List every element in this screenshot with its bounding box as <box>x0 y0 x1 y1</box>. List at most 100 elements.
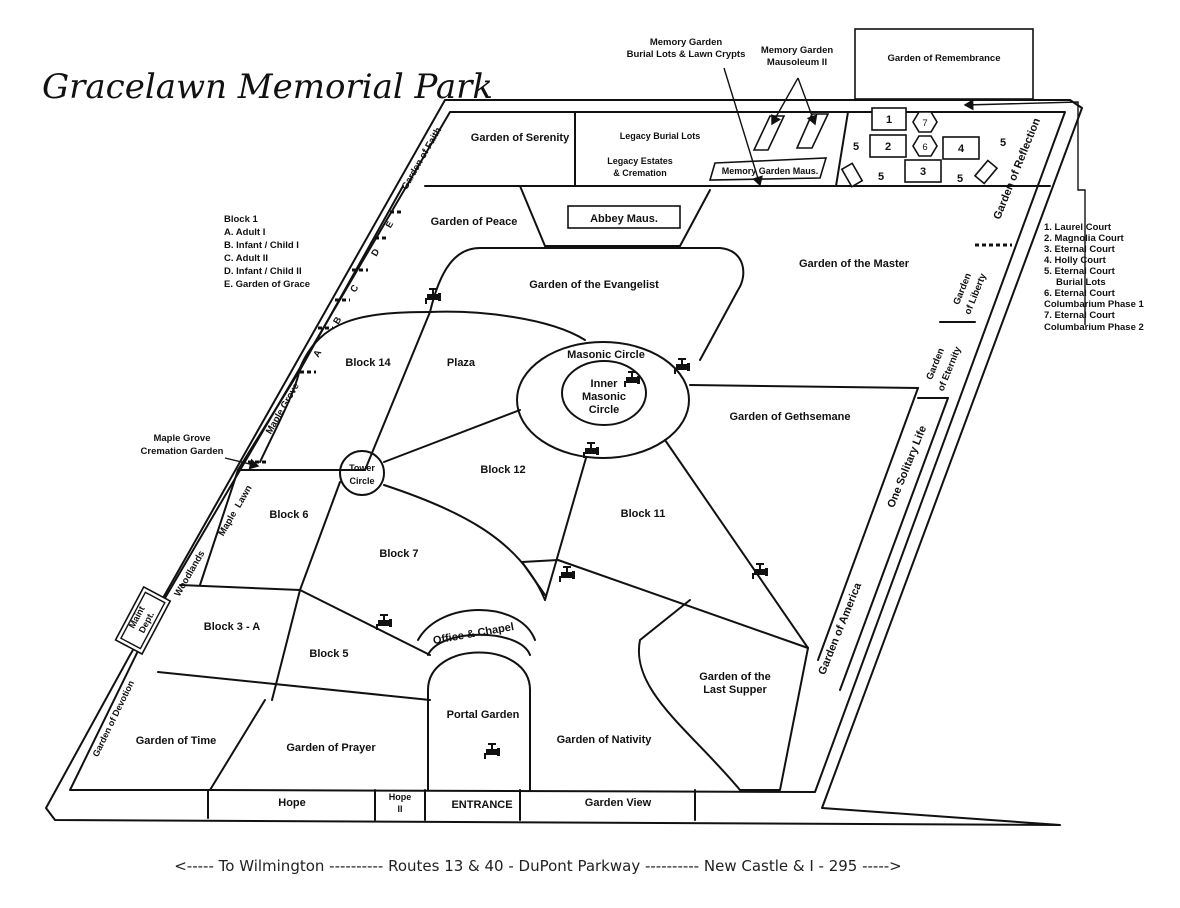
svg-text:3. Eternal Court: 3. Eternal Court <box>1044 244 1116 255</box>
svg-text:2. Magnolia Court: 2. Magnolia Court <box>1044 233 1125 244</box>
garden-of-the-master[interactable]: Garden of the Master <box>799 258 910 270</box>
block14-top <box>299 311 431 369</box>
faucet-icon <box>583 442 599 458</box>
svg-text:C. Adult II: C. Adult II <box>224 253 268 264</box>
plaza[interactable]: Plaza <box>447 357 476 369</box>
svg-text:Columbarium Phase 1: Columbarium Phase 1 <box>1044 299 1144 310</box>
map-title: Gracelawn Memorial Park <box>42 67 493 107</box>
court-5[interactable]: 5 <box>1000 137 1006 149</box>
section-a[interactable]: A <box>311 348 324 360</box>
garden-of-nativity[interactable]: Garden of Nativity <box>557 734 653 746</box>
block6-top <box>237 369 366 471</box>
court-5[interactable]: 5 <box>853 141 859 153</box>
plaza-top <box>429 310 586 341</box>
abbey-maus-box <box>567 205 681 229</box>
garden-view[interactable]: Garden View <box>585 797 652 809</box>
inner-masonic-circle-outline <box>561 360 647 426</box>
garden-of-the-last-supper[interactable]: Garden of the <box>699 671 771 683</box>
hope-section[interactable]: Hope <box>278 797 306 809</box>
office-chapel[interactable]: Office & Chapel <box>432 621 515 647</box>
court-4-box <box>942 136 980 160</box>
memory-garden-maus-box <box>708 157 828 181</box>
section-e[interactable]: E <box>384 219 396 229</box>
garden-of-reflection[interactable]: Garden of Reflection <box>991 116 1043 221</box>
faucet-icon <box>484 743 500 759</box>
maple-grove-cremation-sublabel: Cremation Garden <box>141 446 224 457</box>
portal-garden[interactable]: Portal Garden <box>447 709 520 721</box>
section-b[interactable]: B <box>331 315 344 327</box>
svg-text:Last Supper: Last Supper <box>703 684 767 696</box>
maple-strip <box>259 367 301 463</box>
garden-of-time[interactable]: Garden of Time <box>136 735 216 747</box>
memory-garden-lots-sublabel: Burial Lots & Lawn Crypts <box>627 49 746 60</box>
garden-of-faith[interactable]: Garden of Faith <box>400 125 445 191</box>
time-prayer-divider <box>209 699 266 791</box>
garden-of-peace[interactable]: Garden of Peace <box>431 216 518 228</box>
arrow-courts <box>963 99 1086 325</box>
arrow-maple-cremation <box>224 457 260 470</box>
court-6[interactable]: 6 <box>922 142 927 153</box>
garden-of-gethsemane[interactable]: Garden of Gethsemane <box>729 411 850 423</box>
garden-of-devotion[interactable]: Garden of Devotion <box>91 679 137 758</box>
court-7-box <box>912 111 938 133</box>
block-5[interactable]: Block 5 <box>309 648 348 660</box>
abbey-maus[interactable]: Abbey Maus. <box>590 213 658 225</box>
court-5[interactable]: 5 <box>957 173 963 185</box>
garden-of-serenity[interactable]: Garden of Serenity <box>471 132 570 144</box>
tower-circle[interactable]: Tower <box>349 463 375 473</box>
block1-legend: Block 1 A. Adult I B. Infant / Child I C… <box>224 214 310 290</box>
masonic-circle[interactable]: Masonic Circle <box>567 349 645 361</box>
memory-garden-maus[interactable]: Memory Garden Maus. <box>722 166 819 176</box>
court-3[interactable]: 3 <box>920 166 926 178</box>
faucet-icon <box>674 358 690 374</box>
svg-text:4. Holly Court: 4. Holly Court <box>1044 255 1107 266</box>
memory-lot-2 <box>795 113 830 149</box>
prayer-top <box>157 671 431 701</box>
garden-of-prayer[interactable]: Garden of Prayer <box>286 742 376 754</box>
tower-circle-outline <box>339 450 385 496</box>
entrance[interactable]: ENTRANCE <box>451 799 512 811</box>
court-2-box <box>869 134 907 158</box>
court-legend: 1. Laurel Court 2. Magnolia Court 3. Ete… <box>1044 222 1144 333</box>
hope-ii-section[interactable]: Hope <box>389 792 412 802</box>
block-3a[interactable]: Block 3 - A <box>204 621 260 633</box>
section-c[interactable]: C <box>348 283 361 295</box>
court-4[interactable]: 4 <box>958 143 965 155</box>
inner-masonic-circle[interactable]: Inner <box>591 378 619 390</box>
solitary-outer <box>839 397 949 691</box>
legacy-estates[interactable]: Legacy Estates <box>607 156 673 166</box>
office-chapel-arc <box>417 609 536 641</box>
path-block11-bottom <box>521 559 809 649</box>
svg-text:Columbarium Phase 2: Columbarium Phase 2 <box>1044 322 1144 333</box>
legacy-burial-lots[interactable]: Legacy Burial Lots <box>620 131 701 141</box>
section-d[interactable]: D <box>369 247 382 259</box>
court-1[interactable]: 1 <box>886 114 892 126</box>
garden-of-america[interactable]: Garden of America <box>816 580 864 676</box>
court-5[interactable]: 5 <box>878 171 884 183</box>
court-2[interactable]: 2 <box>885 141 891 153</box>
block-6[interactable]: Block 6 <box>269 509 308 521</box>
svg-text:Burial Lots: Burial Lots <box>1056 277 1106 288</box>
svg-text:Block 1: Block 1 <box>224 214 259 225</box>
svg-text:5. Eternal Court: 5. Eternal Court <box>1044 266 1116 277</box>
garden-of-the-evangelist[interactable]: Garden of the Evangelist <box>529 279 659 291</box>
plaza-left <box>364 311 431 471</box>
last-supper-outline <box>637 599 809 791</box>
svg-text:Masonic: Masonic <box>582 391 626 403</box>
block-7[interactable]: Block 7 <box>379 548 418 560</box>
memory-divider <box>835 111 849 187</box>
block-12[interactable]: Block 12 <box>480 464 525 476</box>
block5-top <box>179 584 431 656</box>
path-tower-masonic <box>383 409 521 463</box>
arrow-memory-maus-2 <box>797 77 818 126</box>
maint-dept <box>114 585 172 656</box>
block-14[interactable]: Block 14 <box>345 357 391 369</box>
path-block7-curve <box>383 484 546 601</box>
block6-left <box>199 469 239 586</box>
masonic-circle-outline <box>516 341 690 459</box>
property-boundary <box>45 99 1083 826</box>
path-small <box>521 561 546 596</box>
faucet-icon <box>559 566 575 582</box>
block-11[interactable]: Block 11 <box>621 508 666 520</box>
court-7[interactable]: 7 <box>922 118 927 129</box>
